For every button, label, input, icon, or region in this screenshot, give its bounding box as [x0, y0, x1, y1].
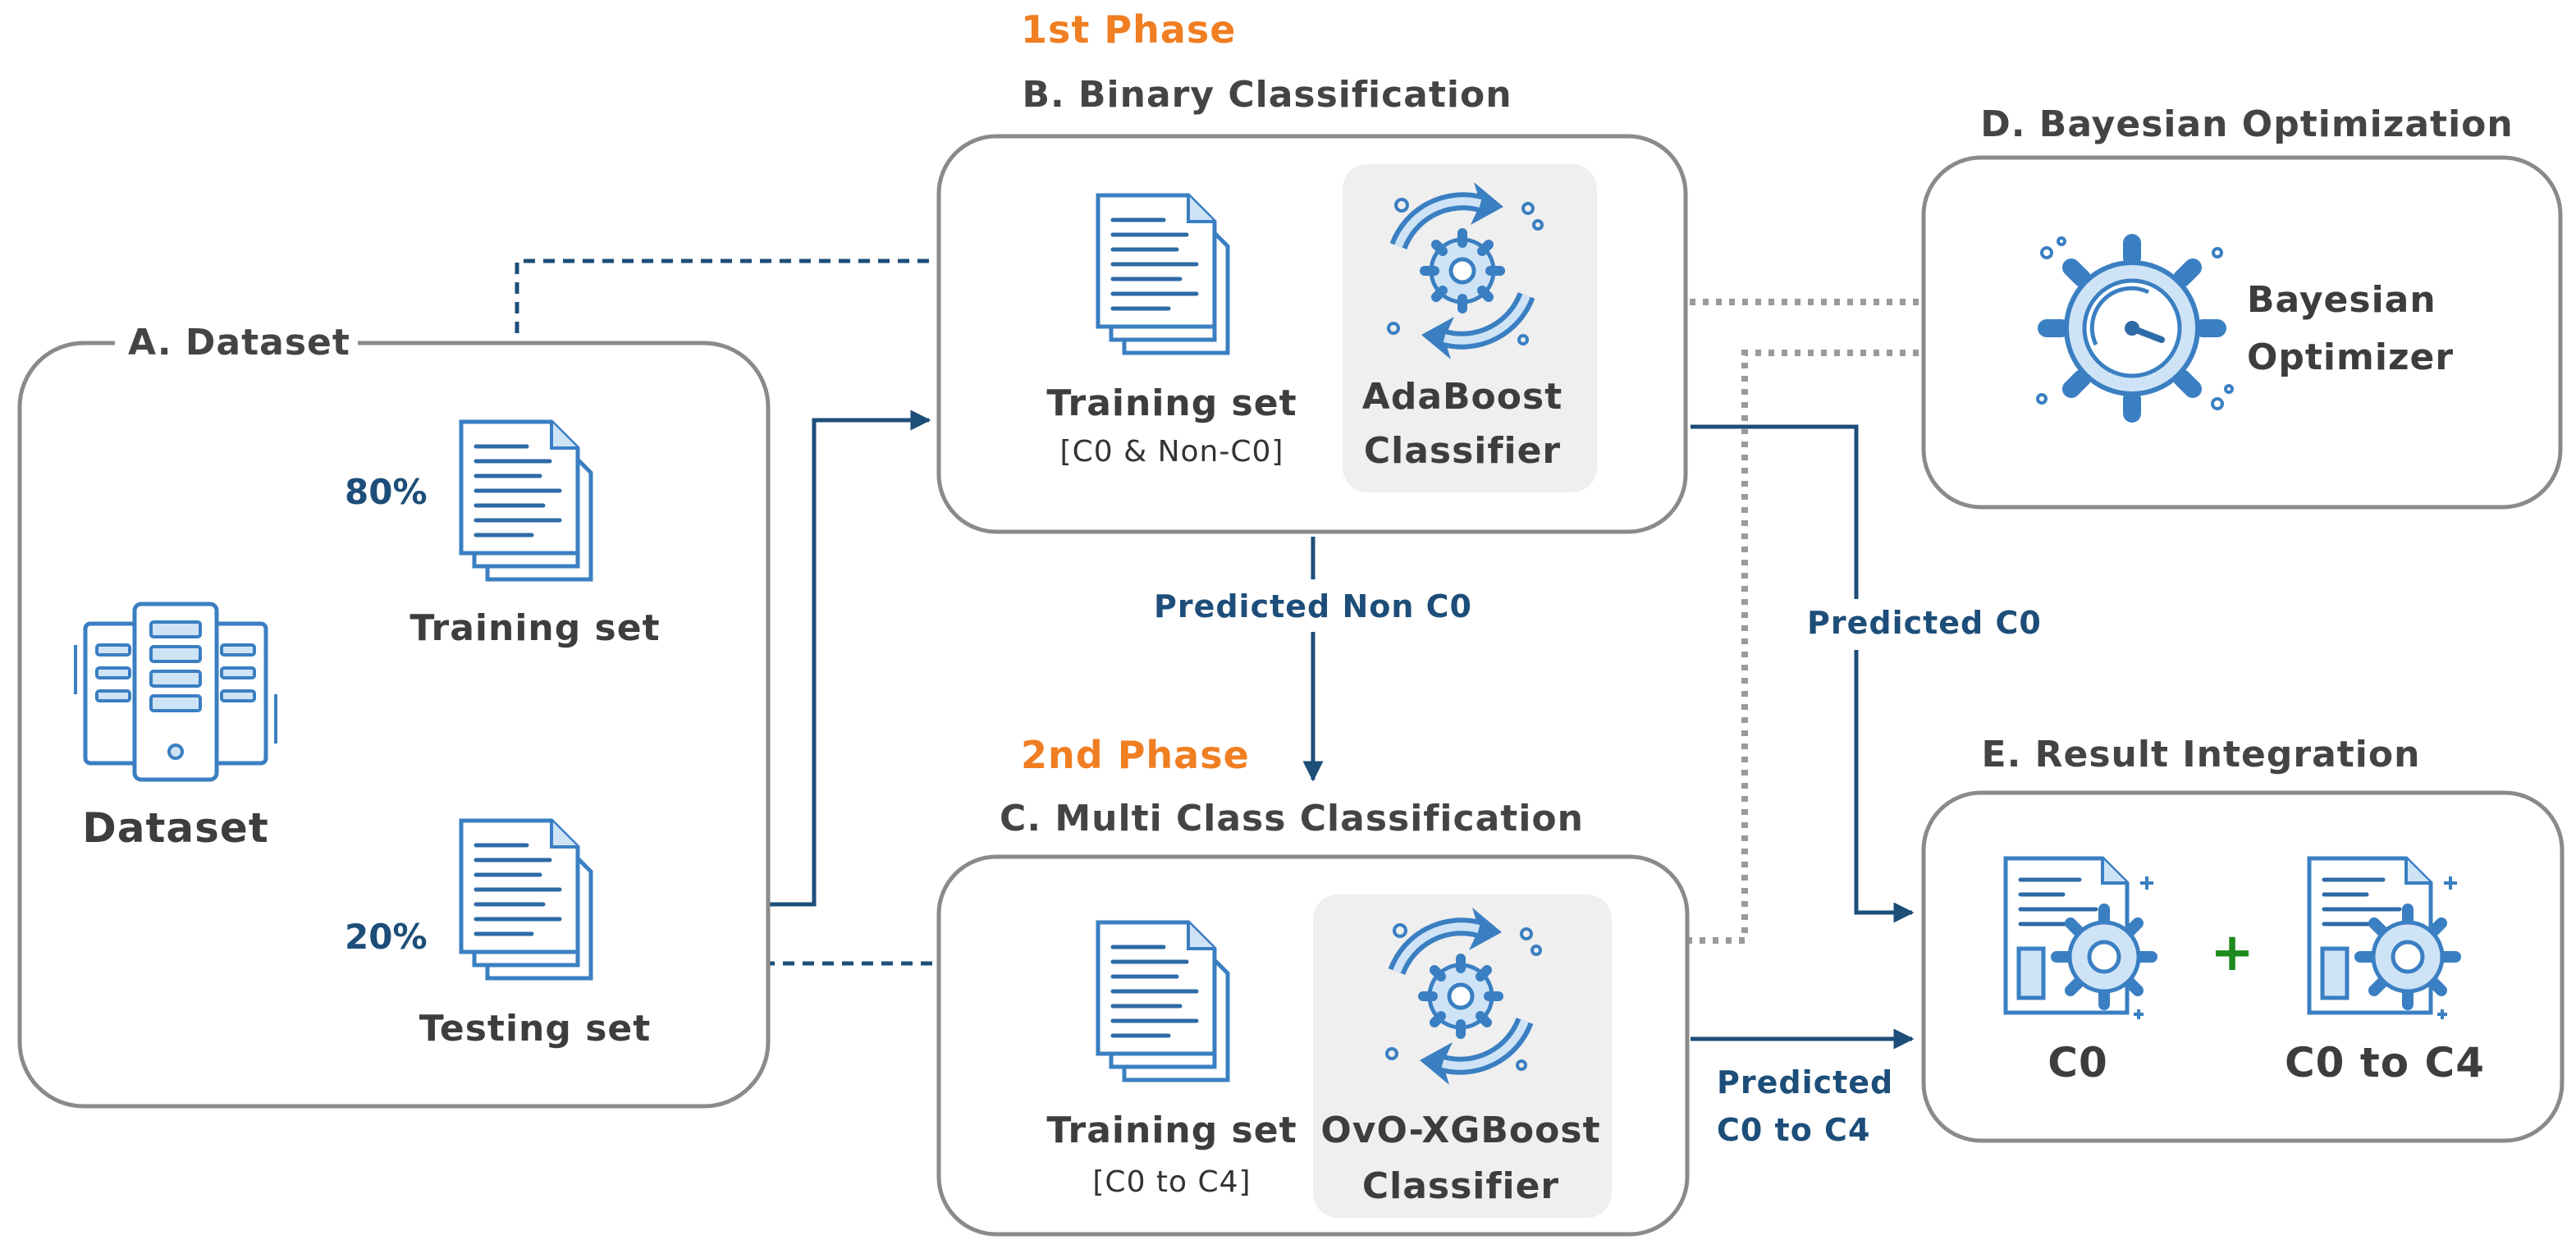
- multi-panel: Training set [C0 to C4] OvO-XGBoost Clas…: [936, 854, 1690, 1237]
- bayesian-optimizer-line2: Optimizer: [2247, 336, 2454, 378]
- training-set-label: Training set: [410, 607, 660, 649]
- dataset-icon-label: Dataset: [82, 804, 268, 852]
- multi-training-doc-icon: [1098, 922, 1228, 1080]
- dataset-panel-title: A. Dataset: [128, 322, 350, 364]
- binary-training-subset: [C0 & Non-C0]: [1060, 435, 1284, 469]
- bayes-panel: Bayesian Optimizer: [1921, 155, 2563, 510]
- binary-panel-title: B. Binary Classification: [1022, 74, 1512, 116]
- ovo-xgboost-label-line2: Classifier: [1362, 1165, 1559, 1207]
- arrow-train-to-binary: [515, 250, 1079, 353]
- bayesian-optimizer-icon: [2036, 234, 2234, 423]
- multi-panel-title: C. Multi Class Classification: [1000, 798, 1584, 840]
- result-panel: + C0 C0 to C4: [1921, 790, 2565, 1143]
- c0-result-label: C0: [2048, 1039, 2107, 1087]
- binary-panel: Training set [C0 & Non-C0] AdaBoost Clas…: [936, 134, 1688, 534]
- phase-2-label: 2nd Phase: [1021, 733, 1250, 777]
- arrow-predicted-c0: [1691, 424, 1915, 923]
- predicted-non-c0-label: Predicted Non C0: [1154, 588, 1472, 624]
- ovo-xgboost-label-line1: OvO-XGBoost: [1320, 1109, 1600, 1151]
- phase-1-label: 1st Phase: [1021, 7, 1236, 52]
- bayesian-optimizer-line1: Bayesian: [2247, 279, 2436, 321]
- adaboost-label-line2: Classifier: [1364, 430, 1561, 472]
- training-set-doc-icon: [461, 422, 591, 579]
- dataset-panel: A. Dataset Dataset 80% 20: [17, 322, 771, 1109]
- binary-training-label: Training set: [1046, 382, 1297, 424]
- multi-training-label: Training set: [1046, 1109, 1297, 1151]
- plus-sign: +: [2210, 922, 2254, 983]
- testing-set-label: Testing set: [419, 1008, 652, 1050]
- testing-set-doc-icon: [461, 821, 591, 978]
- predicted-c0-label: Predicted C0: [1807, 605, 2042, 641]
- result-panel-title: E. Result Integration: [1982, 734, 2421, 775]
- bayes-panel-title: D. Bayesian Optimization: [1980, 103, 2513, 145]
- c0-c4-result-label: C0 to C4: [2285, 1039, 2485, 1087]
- predicted-c0-c4-label-line1: Predicted: [1717, 1064, 1893, 1100]
- binary-training-doc-icon: [1098, 195, 1228, 353]
- test-split-percent: 20%: [345, 917, 428, 957]
- train-split-percent: 80%: [345, 472, 428, 512]
- multi-training-subset: [C0 to C4]: [1092, 1165, 1251, 1199]
- adaboost-label-line1: AdaBoost: [1362, 376, 1563, 418]
- database-icon: [74, 602, 277, 782]
- predicted-c0-c4-label-line2: C0 to C4: [1717, 1112, 1870, 1148]
